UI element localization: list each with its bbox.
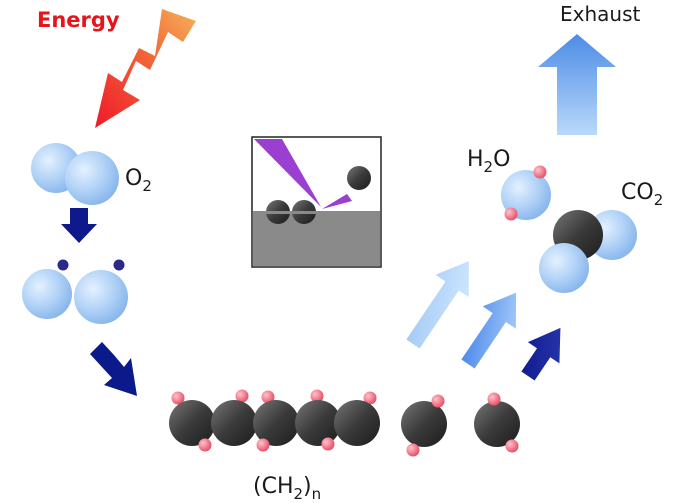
oxygen-formula-label: O2 xyxy=(125,166,152,195)
oxygen-molecule xyxy=(31,143,119,205)
ch2-fragment xyxy=(401,394,447,457)
down-arrow-icon xyxy=(61,208,97,243)
up-arrow-icon xyxy=(461,292,517,369)
carbon-dioxide-molecule xyxy=(539,210,637,293)
diagonal-arrow-icon xyxy=(90,342,137,396)
lightning-bolt-icon xyxy=(95,9,196,128)
water-molecule xyxy=(501,165,551,221)
atomic-oxygen-pair xyxy=(22,259,128,324)
polymer-formula-label: (CH2)n xyxy=(253,474,321,503)
exhaust-label: Exhaust xyxy=(560,2,641,26)
water-formula-label: H2O xyxy=(467,147,510,176)
carbon-dioxide-formula-label: CO2 xyxy=(621,180,663,209)
up-arrow-icon xyxy=(521,327,561,381)
ch2-fragment xyxy=(474,392,520,453)
ablation-inset xyxy=(251,136,382,268)
energy-label: Energy xyxy=(37,8,120,32)
polymer-chain xyxy=(169,389,380,452)
exhaust-arrow-icon xyxy=(538,34,616,135)
up-arrow-icon xyxy=(406,261,469,349)
